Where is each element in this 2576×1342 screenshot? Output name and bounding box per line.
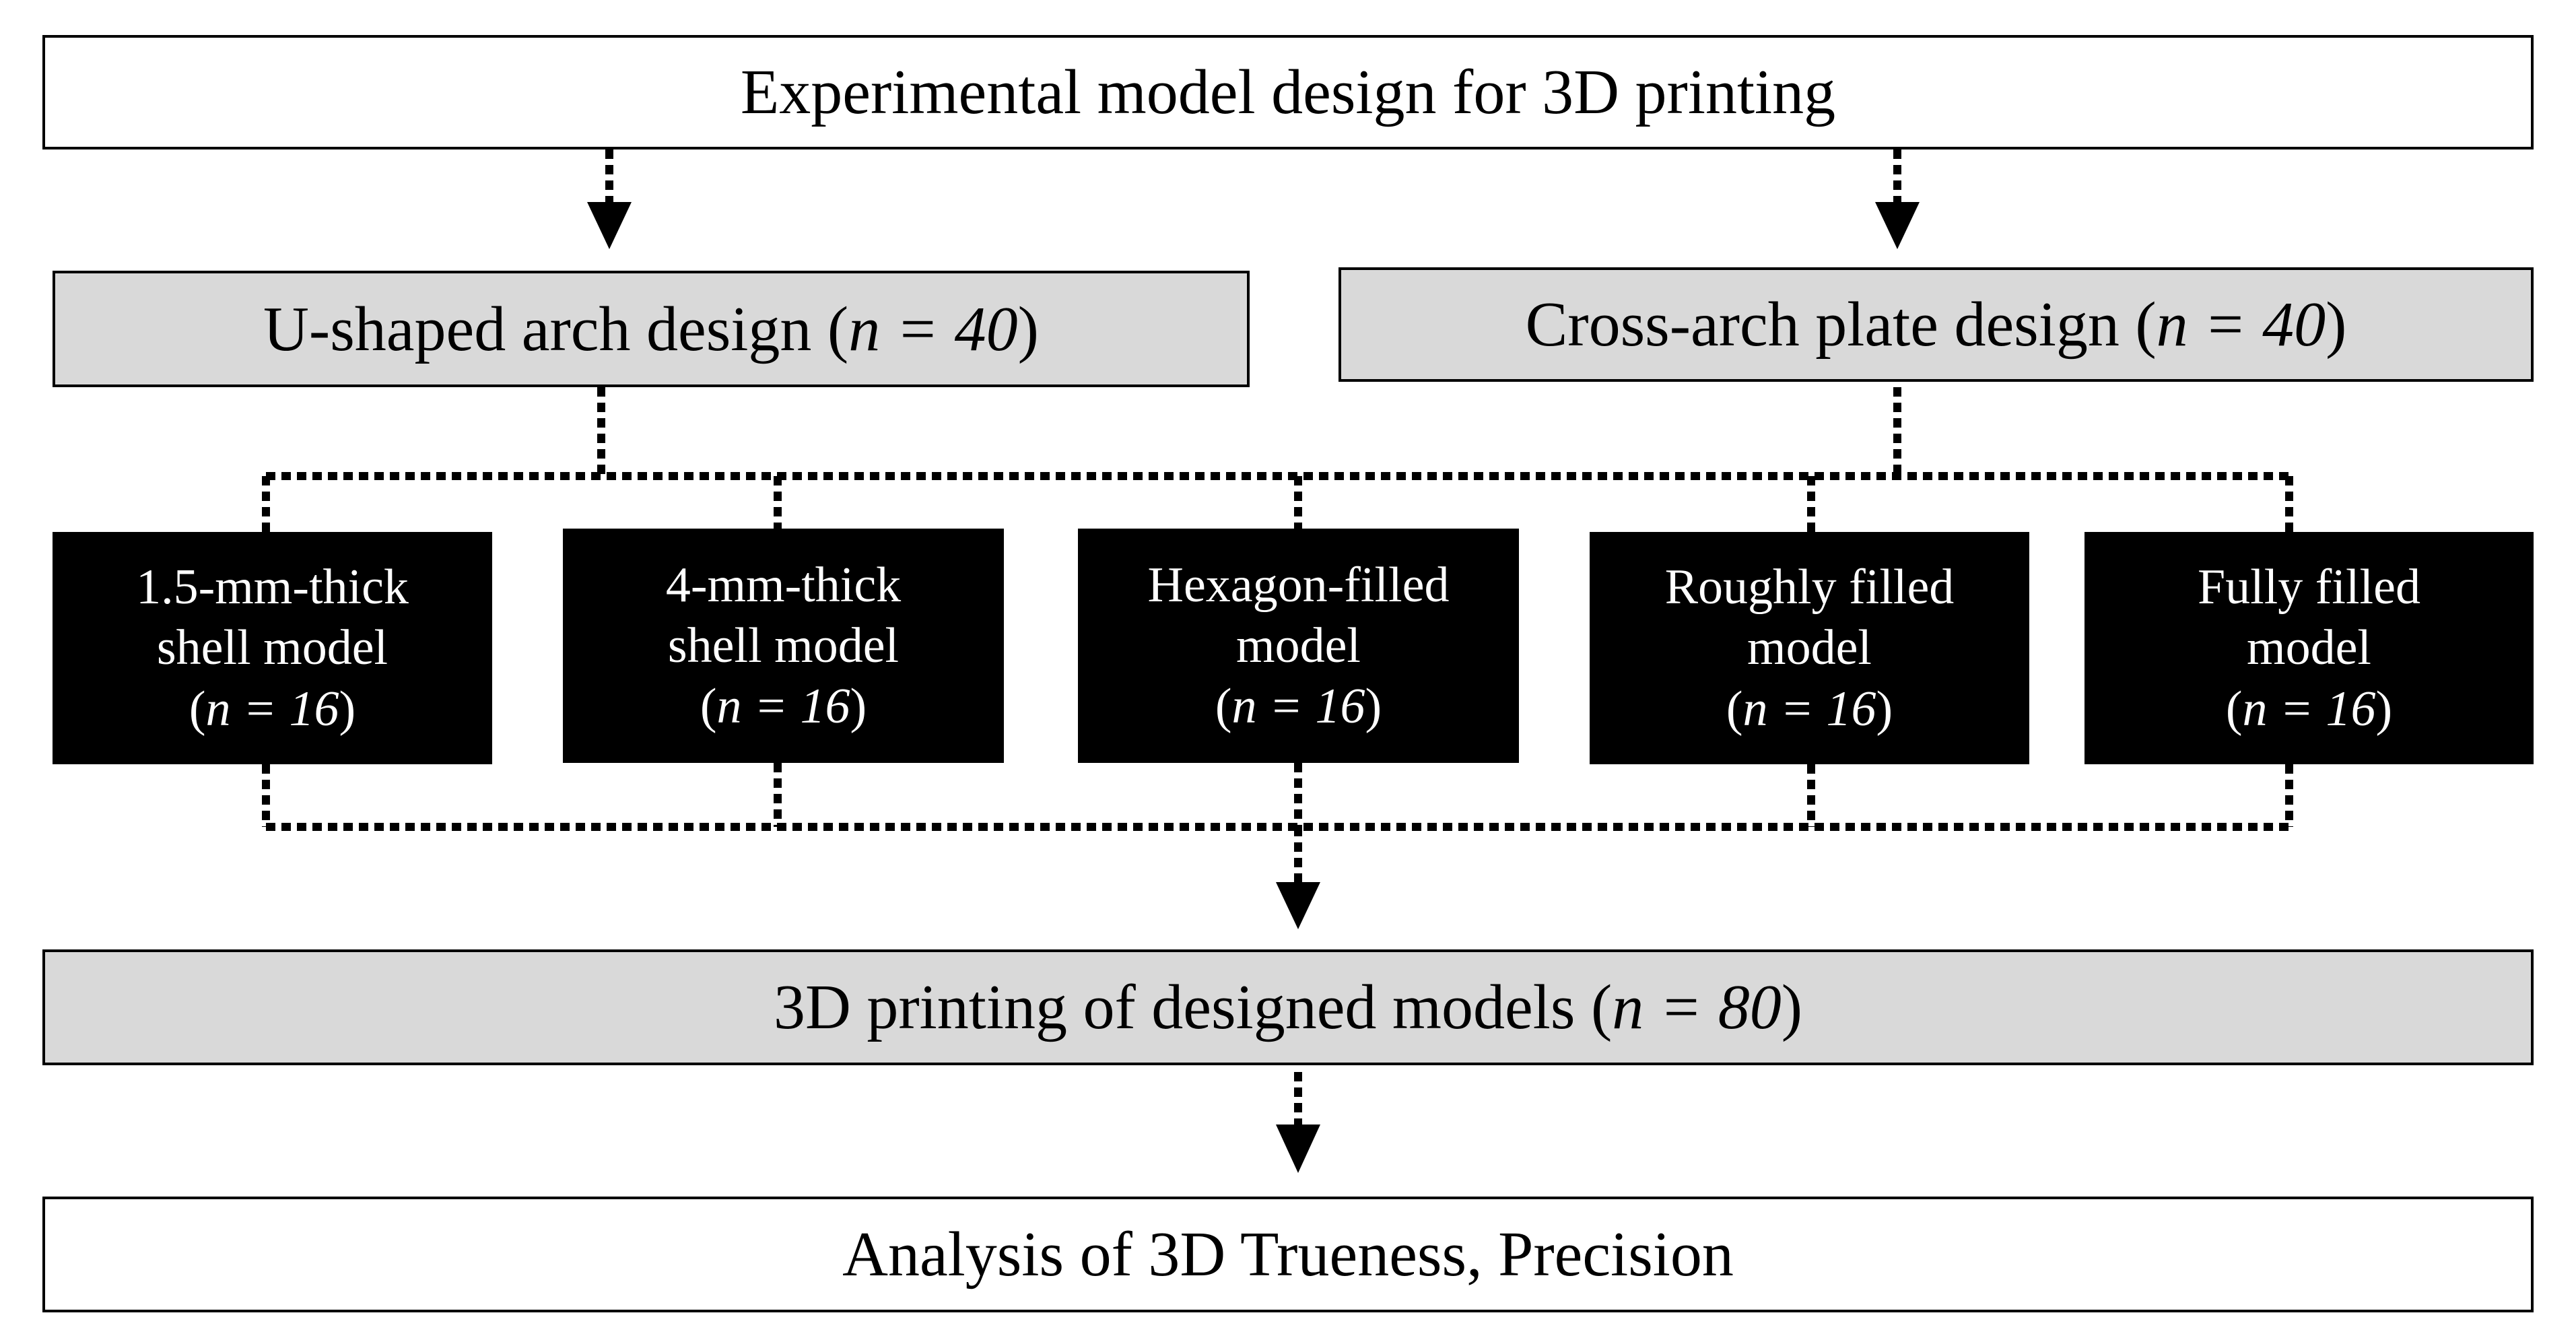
arrowhead-cross-arch: [1875, 202, 1920, 249]
analysis-label: Analysis of 3D Trueness, Precision: [842, 1219, 1734, 1289]
model-5-line-1: Fully filled: [2198, 560, 2420, 615]
arrowhead-analysis: [1276, 1125, 1320, 1173]
model-4-line-1: Roughly filled: [1664, 560, 1955, 615]
printing-n-label: n = 80: [1612, 972, 1782, 1042]
experimental-design-label: Experimental model design for 3D printin…: [740, 57, 1836, 127]
cross-arch-n-label: n = 40: [2156, 290, 2326, 360]
printing-label: 3D printing of designed models (n = 80): [773, 972, 1803, 1042]
cross-arch-plate-design-box: Cross-arch plate design (n = 40): [1338, 267, 2534, 382]
model-4-line-2: model: [1747, 620, 1872, 676]
model-2-line-1: 4-mm-thick: [665, 557, 902, 613]
model-3-line-2: model: [1236, 617, 1361, 673]
model-5-line-2: model: [2247, 620, 2371, 676]
u-shaped-n-label: n = 40: [848, 294, 1018, 364]
model-2-line-2: shell model: [667, 617, 900, 673]
model-2-n-label: (n = 16): [700, 679, 867, 735]
model-3-line-1: Hexagon-filled: [1147, 557, 1450, 613]
model-box-hexagon-filled: Hexagon-filled model (n = 16): [1078, 529, 1519, 763]
model-1-n-label: (n = 16): [189, 681, 356, 737]
printing-box: 3D printing of designed models (n = 80): [42, 949, 2534, 1065]
u-shaped-arch-design-label: U-shaped arch design (n = 40): [263, 294, 1039, 364]
experimental-design-box: Experimental model design for 3D printin…: [42, 35, 2534, 149]
analysis-box: Analysis of 3D Trueness, Precision: [42, 1197, 2534, 1312]
model-box-fully-filled: Fully filled model (n = 16): [2084, 532, 2534, 764]
model-box-roughly-filled: Roughly filled model (n = 16): [1590, 532, 2029, 764]
cross-arch-plate-design-label: Cross-arch plate design (n = 40): [1525, 290, 2347, 360]
model-1-line-2: shell model: [156, 620, 388, 676]
model-4-n-label: (n = 16): [1726, 681, 1893, 737]
arrowhead-u-shaped: [587, 202, 632, 249]
model-box-1-5mm-shell: 1.5-mm-thick shell model (n = 16): [53, 532, 492, 764]
model-3-n-label: (n = 16): [1215, 679, 1382, 735]
model-5-n-label: (n = 16): [2225, 681, 2393, 737]
model-1-line-1: 1.5-mm-thick: [136, 560, 409, 615]
arrowhead-printing: [1276, 882, 1320, 929]
model-box-4mm-shell: 4-mm-thick shell model (n = 16): [563, 529, 1004, 763]
u-shaped-arch-design-box: U-shaped arch design (n = 40): [53, 271, 1250, 387]
